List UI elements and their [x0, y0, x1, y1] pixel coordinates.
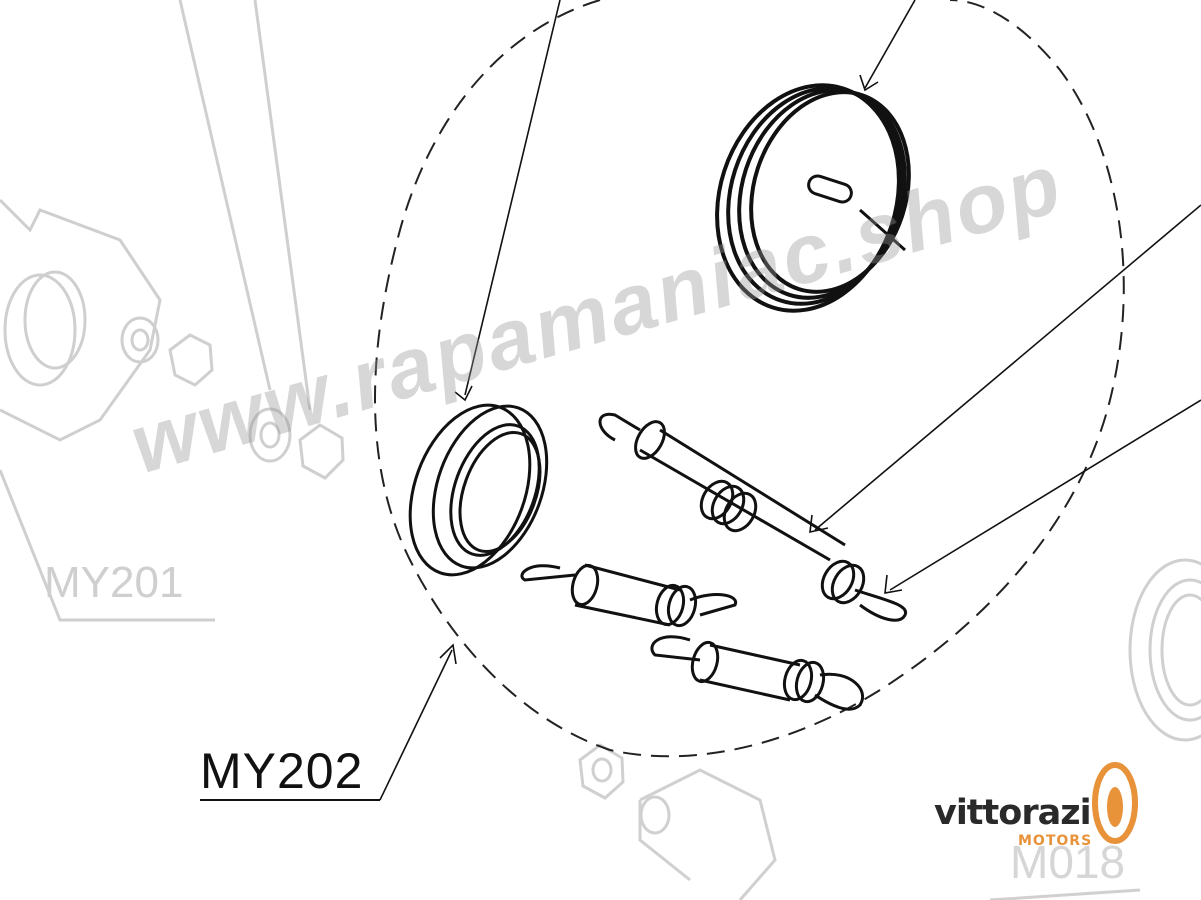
logo-subtitle: MOTORS — [1018, 833, 1093, 849]
ghost-parts-right — [578, 558, 1201, 900]
ghost-parts-left — [0, 0, 345, 622]
logo-mark-icon — [1092, 762, 1138, 844]
ghost-part-label-left: MY201 — [44, 558, 184, 607]
spring-short-a — [520, 563, 738, 628]
logo-name: vittorazi — [934, 793, 1092, 833]
brand-logo: vittorazi MOTORS — [930, 755, 1150, 855]
spring-short-b — [650, 635, 864, 711]
coil-spring — [715, 83, 911, 313]
oil-seal — [408, 403, 549, 577]
part-number-label: MY202 — [200, 743, 364, 799]
ghost-part-label-right: M018 — [1010, 836, 1126, 888]
spring-long — [598, 412, 908, 622]
group-outline — [374, 0, 1125, 758]
